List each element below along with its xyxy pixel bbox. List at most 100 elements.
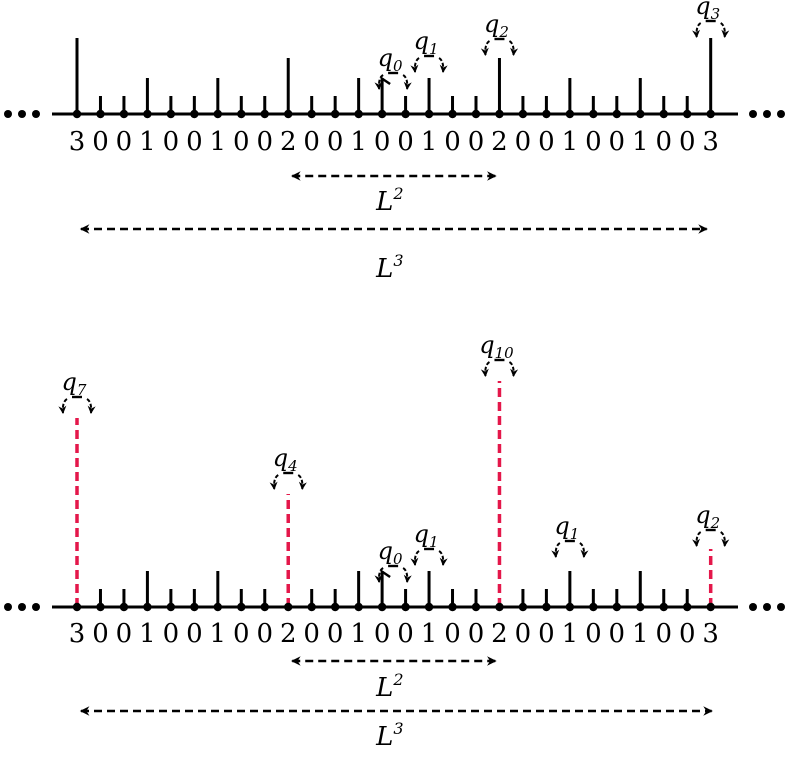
sequence-digit: 1 bbox=[350, 127, 367, 157]
ellipsis-dot bbox=[4, 603, 12, 611]
arc-left bbox=[410, 550, 420, 566]
ellipsis-dot bbox=[777, 603, 785, 611]
q-label: q1 bbox=[414, 520, 439, 551]
sequence-digit: 0 bbox=[327, 619, 344, 649]
tick-cap bbox=[380, 76, 391, 86]
node-dot bbox=[518, 109, 528, 119]
sequence-digit: 0 bbox=[233, 619, 250, 649]
arc-left bbox=[480, 40, 491, 56]
node-dot bbox=[119, 109, 129, 119]
sequence-digit: 0 bbox=[116, 127, 133, 157]
arc-left bbox=[692, 22, 702, 38]
q-label-2-arrows bbox=[692, 528, 730, 547]
sequence-digit: 0 bbox=[163, 619, 180, 649]
q-label-1-arrows bbox=[551, 539, 589, 558]
node-dot bbox=[706, 602, 715, 612]
q-label-7-arrows bbox=[58, 395, 96, 414]
sequence-digit: 3 bbox=[702, 619, 719, 649]
node-dot bbox=[542, 602, 551, 612]
sequence-digit: 3 bbox=[702, 127, 719, 157]
sequence-digit: 0 bbox=[374, 127, 391, 157]
ellipsis-dot bbox=[749, 603, 757, 611]
arc-left bbox=[551, 542, 561, 558]
node-dot bbox=[330, 109, 340, 119]
tick-cap bbox=[380, 569, 391, 579]
node-dot bbox=[72, 109, 82, 119]
node-dot bbox=[401, 602, 410, 612]
sequence-digit: 1 bbox=[421, 127, 438, 157]
node-dot bbox=[636, 109, 645, 119]
sequence-digit: 0 bbox=[515, 127, 532, 157]
node-dot bbox=[448, 602, 457, 612]
arc-right bbox=[579, 542, 589, 558]
node-dot bbox=[354, 109, 363, 119]
node-dot bbox=[401, 109, 410, 119]
node-dot bbox=[589, 602, 598, 612]
node-dot bbox=[612, 109, 622, 119]
node-dot bbox=[237, 602, 246, 612]
sequence-digit: 0 bbox=[397, 127, 414, 157]
node-dot bbox=[565, 109, 575, 119]
node-dot bbox=[683, 602, 692, 612]
node-dot bbox=[659, 602, 668, 612]
arc-left bbox=[374, 74, 384, 90]
q-label: q7 bbox=[62, 368, 87, 399]
q-label-1-arrows bbox=[410, 547, 448, 566]
ellipsis-dot bbox=[18, 603, 26, 611]
node-dot bbox=[495, 109, 504, 119]
node-dot bbox=[166, 602, 176, 612]
sequence-digit: 0 bbox=[397, 619, 414, 649]
arc-right bbox=[402, 74, 412, 90]
arc-left bbox=[374, 567, 384, 583]
sequence-digit: 0 bbox=[116, 619, 133, 649]
node-dot bbox=[72, 602, 82, 612]
sequence-digit: 0 bbox=[92, 127, 109, 157]
sequence-digit: 1 bbox=[562, 619, 579, 649]
node-dot bbox=[636, 602, 645, 612]
sequence-digit: 1 bbox=[632, 619, 649, 649]
sequence-digit: 0 bbox=[163, 127, 180, 157]
ellipsis-dot bbox=[32, 110, 40, 118]
ellipsis-dot bbox=[18, 110, 26, 118]
sequence-digit: 0 bbox=[303, 127, 320, 157]
q-label: q0 bbox=[378, 537, 403, 568]
sequence-digit: 1 bbox=[350, 619, 367, 649]
sequence-digit: 0 bbox=[186, 619, 203, 649]
q-label: q2 bbox=[695, 501, 720, 532]
ellipsis-dot bbox=[32, 603, 40, 611]
arc-left bbox=[58, 398, 68, 414]
sequence-digit: 0 bbox=[679, 619, 696, 649]
sequence-digit: 0 bbox=[233, 127, 250, 157]
arc-right bbox=[508, 40, 519, 56]
sequence-digit: 0 bbox=[374, 619, 391, 649]
q-label-2-arrows bbox=[480, 37, 519, 56]
ellipsis-dot bbox=[763, 110, 771, 118]
node-dot bbox=[659, 109, 668, 119]
node-dot bbox=[284, 602, 293, 612]
node-dot bbox=[471, 109, 481, 119]
sequence-digit: 0 bbox=[256, 619, 273, 649]
ellipsis-dot bbox=[763, 603, 771, 611]
q-label: q4 bbox=[273, 444, 298, 475]
node-dot bbox=[354, 602, 363, 612]
node-dot bbox=[307, 602, 316, 612]
node-dot bbox=[237, 109, 246, 119]
node-dot bbox=[706, 109, 715, 119]
arc-right bbox=[86, 398, 96, 414]
arc-right bbox=[508, 361, 519, 377]
arc-right bbox=[438, 550, 448, 566]
node-dot bbox=[143, 109, 152, 119]
q-label-4-arrows bbox=[269, 471, 307, 490]
sequence-digit: 2 bbox=[280, 619, 297, 649]
sequence-digit: 0 bbox=[585, 619, 602, 649]
sequence-digit: 0 bbox=[585, 127, 602, 157]
sequence-digit: 0 bbox=[515, 619, 532, 649]
sequence-digit: 0 bbox=[468, 619, 485, 649]
node-dot bbox=[424, 602, 434, 612]
sequence-digit: 3 bbox=[69, 127, 86, 157]
node-dot bbox=[143, 602, 152, 612]
node-dot bbox=[213, 109, 223, 119]
